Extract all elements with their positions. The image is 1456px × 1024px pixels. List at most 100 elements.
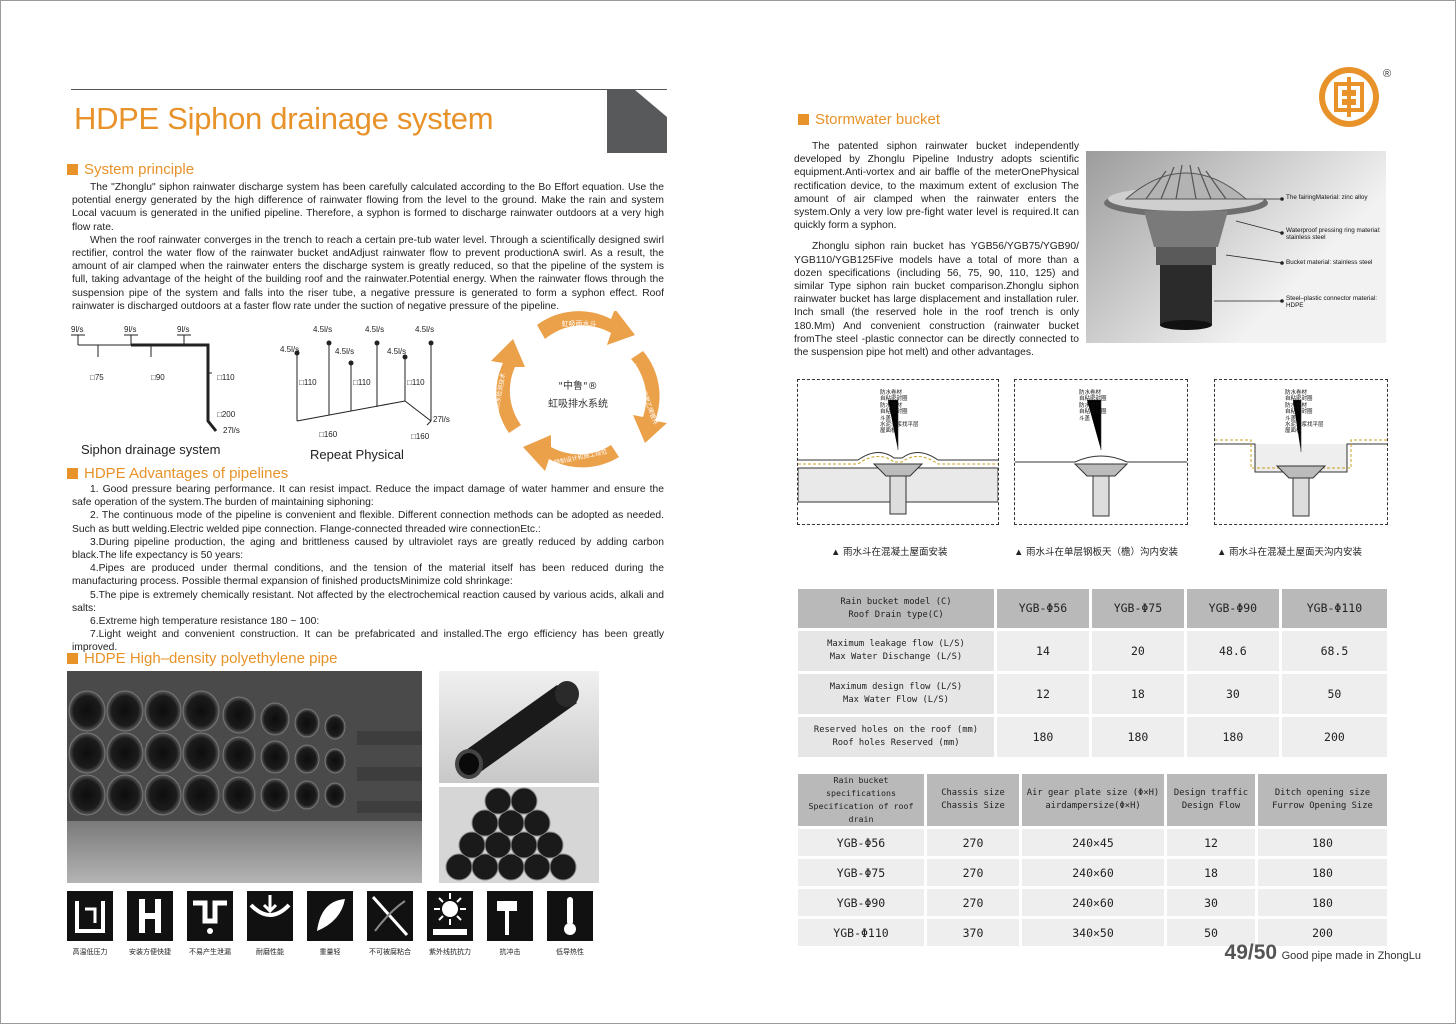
title-banner: HDPE Siphon drainage system: [71, 89, 667, 153]
advantages-list: 1. Good pressure bearing performance. It…: [72, 483, 664, 655]
advantage-item: 3.During pipeline production, the aging …: [72, 536, 664, 562]
pipe-label: □110: [407, 378, 425, 387]
paragraph: When the roof rainwater converges in the…: [72, 234, 664, 312]
table-cell: 240×60: [1022, 859, 1164, 886]
bucket-label: Waterproof pressing ring material: stain…: [1286, 227, 1381, 241]
table-cell: 20: [1091, 631, 1184, 671]
table-cell: 180: [1186, 717, 1279, 757]
advantage-item: 7.Light weight and convenient constructi…: [72, 629, 664, 654]
table-cell: 14: [997, 631, 1089, 671]
no-leak-icon: [187, 891, 233, 941]
icon-label: 高温低压力: [72, 949, 108, 956]
uv-sun-icon: [427, 891, 473, 941]
table-cell: 270: [927, 889, 1019, 916]
pipe-stack-photo: [67, 671, 422, 883]
pipe-label: □75: [90, 373, 104, 382]
outlet-label: 27l/s: [433, 415, 450, 424]
stormwater-heading: Stormwater bucket: [798, 111, 940, 128]
table-header-cell: YGB-Φ75: [1091, 589, 1184, 628]
table-row: Maximum leakage flow (L/S)Max Water Disc…: [798, 631, 1387, 671]
table-cell: 68.5: [1281, 631, 1387, 671]
paragraph: The "Zhonglu" siphon rainwater discharge…: [72, 182, 664, 233]
table-header-cell: YGB-Φ56: [997, 589, 1089, 628]
feather-icon: [307, 891, 353, 941]
paragraph: The patented siphon rainwater bucket ind…: [794, 141, 1079, 232]
advantage-item: 1. Good pressure bearing performance. It…: [72, 484, 664, 509]
table-cell: 18: [1091, 674, 1184, 714]
install-diagram-concrete-roof: 防水卷材自粘密封圈防水管材自粘密封圈斗盖水泥沙浆找平层屋面板: [797, 379, 999, 525]
table-cell: 50: [1167, 919, 1255, 946]
siphon-drainage-diagram: 9l/s 9l/s 9l/s □75 □90 □110 □200 27l/s: [71, 325, 240, 435]
install-icon: [127, 891, 173, 941]
table-cell: 370: [927, 919, 1019, 946]
flow-label: 9l/s: [124, 325, 136, 334]
page-footer: 49/50 Good pipe made in ZhongLu: [1225, 941, 1421, 965]
table-cell: 180: [997, 717, 1089, 757]
pipe-label: □110: [353, 378, 371, 387]
install-diagram-steel-gutter: 防水卷材自粘密封圈防水管材自粘密封圈斗盖: [1014, 379, 1188, 525]
page-numbers: 49/50: [1224, 941, 1278, 964]
icon-label: 安装方便快捷: [129, 949, 171, 956]
advantage-item: 4.Pipes are produced under thermal condi…: [72, 563, 664, 588]
table-cell: 270: [927, 829, 1019, 856]
icon-label: 耐磨性能: [256, 949, 284, 956]
install-caption: ▲ 雨水斗在混凝土屋面天沟内安装: [1217, 547, 1363, 558]
pipe-label: □160: [411, 432, 430, 441]
table-cell: 18: [1167, 859, 1255, 886]
bucket-label: The fairingMaterial: zinc alloy: [1286, 194, 1368, 201]
model-flow-table: Rain bucket model (C)Roof Drain type(C) …: [795, 586, 1390, 760]
flow-label: 4.5l/s: [365, 325, 384, 334]
bucket-label: Bucket material: stainless steel: [1286, 259, 1373, 266]
row-label: Reserved holes on the roof (mm)Roof hole…: [798, 717, 994, 757]
table-cell: 200: [1281, 717, 1387, 757]
table-row: Maximum design flow (L/S)Max Water Flow …: [798, 674, 1387, 714]
no-scale-icon: [367, 891, 413, 941]
table-cell: 340×50: [1022, 919, 1164, 946]
table-cell: 48.6: [1186, 631, 1279, 671]
hammer-icon: [487, 891, 533, 941]
table-cell: 12: [1167, 829, 1255, 856]
advantages-heading: HDPE Advantages of pipelines: [67, 465, 288, 482]
table-row: Reserved holes on the roof (mm)Roof hole…: [798, 717, 1387, 757]
table-cell: 180: [1258, 889, 1387, 916]
siphon-cycle-graphic: "中鲁"® 虹吸排水系统 虹吸雨水斗 HDPE高密度聚乙烯管件 特制设计和施工规…: [491, 311, 667, 471]
bucket-label: Steel–plastic connector material: HDPE: [1286, 295, 1378, 309]
table-cell: 30: [1186, 674, 1279, 714]
table-cell: YGB-Φ90: [798, 889, 924, 916]
table-cell: 30: [1167, 889, 1255, 916]
table-cell: 240×60: [1022, 889, 1164, 916]
advantage-item: 5.The pipe is extremely chemically resis…: [72, 589, 664, 614]
wear-icon: [247, 891, 293, 941]
single-pipe-photo: [439, 671, 599, 783]
title-corner-shape: [607, 90, 667, 153]
install-caption: ▲ 雨水斗在单层钢板天（檐）沟内安装: [1014, 547, 1179, 558]
cycle-center-bottom: 虹吸排水系统: [548, 397, 608, 410]
table-cell: YGB-Φ110: [798, 919, 924, 946]
table-cell: 180: [1091, 717, 1184, 757]
table-cell: 240×45: [1022, 829, 1164, 856]
icon-label: 不可被腐粘合: [369, 949, 411, 956]
pressure-icon: [67, 891, 113, 941]
icon-label: 抗冲击: [499, 949, 521, 956]
stormwater-text: The patented siphon rainwater bucket ind…: [794, 140, 1079, 359]
cycle-arc-label: 虹吸雨水斗: [562, 319, 597, 328]
flow-label: 4.5l/s: [415, 325, 434, 334]
table-cell: 180: [1258, 859, 1387, 886]
feature-icon-strip: 高温低压力 安装方便快捷 不易产生泄漏 耐磨性能 重量轻 不可被腐粘合 紫外线抗…: [65, 891, 605, 961]
table-header-cell: YGB-Φ90: [1186, 589, 1279, 628]
table-cell: 270: [927, 859, 1019, 886]
table-cell: YGB-Φ56: [798, 829, 924, 856]
install-diagram-concrete-gutter: 防水卷材自粘密封圈防水管材自粘密封圈斗盖水泥沙浆找平层屋面板: [1214, 379, 1388, 525]
table-header-cell: YGB-Φ110: [1281, 589, 1387, 628]
table-cell: 200: [1258, 919, 1387, 946]
icon-label: 紫外线抗抗力: [429, 949, 471, 956]
